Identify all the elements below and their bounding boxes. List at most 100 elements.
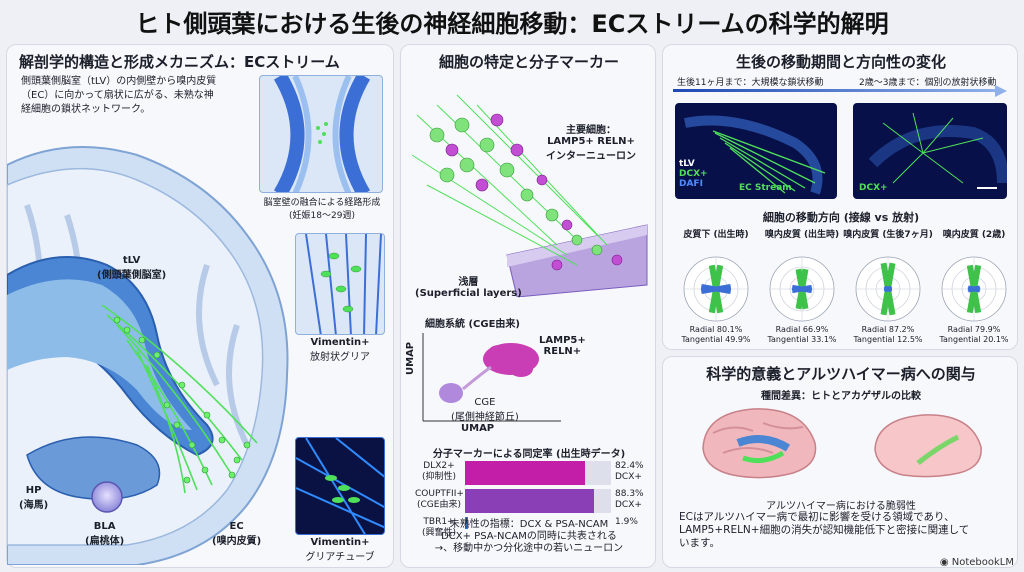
rose-plot xyxy=(769,256,835,322)
tangential-petal xyxy=(715,286,732,295)
inset-radial-glia xyxy=(295,233,385,335)
anatomy-panel: 解剖学的構造と形成メカニズム：ECストリーム 側頭葉側脳室（tLV）の内側壁から… xyxy=(6,44,394,568)
brand-label: NotebookLM xyxy=(951,557,1014,568)
ad-line: います。 xyxy=(679,537,720,549)
interneuron-illustration xyxy=(411,94,648,297)
superficial-layers-label: 浅層 (Superficial layers) xyxy=(415,273,522,299)
micrograph-radial-drawing xyxy=(868,112,1007,189)
cluster-cge-label: CGE (尾側神経節丘) xyxy=(451,397,519,423)
legend-tlv: tLV xyxy=(679,159,695,169)
cluster-cge-2: (尾側神経節丘) xyxy=(451,412,519,423)
umap-x-label: UMAP xyxy=(461,423,495,434)
rose-tangential: Tangential 33.1% xyxy=(767,335,837,344)
tangential-petal xyxy=(887,286,893,293)
human-brain-illustration xyxy=(702,408,817,479)
main-cell-label: 主要細胞： LAMP5+ RELN+ インターニューロン xyxy=(531,121,651,162)
micrograph1-legend: tLV DCX+ DAFI xyxy=(679,159,708,189)
rose-diagram: 嗅内皮質 (生後7ヶ月) Radial 87.2% Tangential 12.… xyxy=(843,227,933,347)
marker-bar-value: 1.9% xyxy=(615,517,638,527)
ventricle-fusion-illustration xyxy=(273,76,371,192)
label-bla-sub: (扁桃体) xyxy=(85,536,125,547)
ec-stream-chains xyxy=(101,304,258,494)
label-ec-sub: (嗅内皮質) xyxy=(212,536,262,547)
immaturity-note: 未熟性の指標：DCX & PSA-NCAM DCX+ PSA-NCAMの同時に共… xyxy=(401,519,657,555)
label-bla-text: BLA xyxy=(93,521,116,532)
marker-bar-row: DLX2+(抑制性) 82.4%DCX+ xyxy=(415,459,647,489)
neuron-cells xyxy=(113,316,251,484)
main-cell-1: 主要細胞： xyxy=(566,125,616,136)
label-tlv: tLV (側頭葉側脳室) xyxy=(97,255,166,281)
rose-plot xyxy=(683,256,749,322)
period-2: 2歳〜3歳まで：個別の放射状移動 xyxy=(859,78,997,88)
umap-plot xyxy=(422,333,561,422)
cluster-lamp-2: RELN+ xyxy=(543,346,582,357)
rose-plot xyxy=(855,256,921,322)
rose-title: 皮質下 (出生時) xyxy=(683,230,749,240)
umap-lamp5-cluster xyxy=(483,343,539,377)
scale-bar xyxy=(977,187,997,189)
legend-ec-stream: EC Stream xyxy=(739,183,792,193)
rose-diagram: 皮質下 (出生時) Radial 80.1% Tangential 49.9% xyxy=(671,227,761,347)
legend-dafi: DAFI xyxy=(679,179,703,189)
brain-coronal-illustration xyxy=(7,146,289,565)
radial-petal xyxy=(966,288,977,314)
inset-glial-tube xyxy=(295,437,385,535)
migration-heading: 生後の移動期間と方向性の変化 xyxy=(735,53,946,71)
migration-period-panel: 生後の移動期間と方向性の変化 生後11ヶ月まで：大規模な鎖状移動 2歳〜3歳まで… xyxy=(662,44,1018,350)
rose-radial: Radial 79.9% xyxy=(947,325,1001,334)
lineage-title: 細胞系統 (CGE由来) xyxy=(425,319,520,330)
label-tlv-sub: (側頭葉側脳室) xyxy=(97,270,167,281)
tangential-petal xyxy=(801,286,813,294)
label-hp-text: HP xyxy=(25,485,42,496)
marker-bar-value: 88.3%DCX+ xyxy=(615,489,644,510)
marker-bar-track xyxy=(465,517,611,529)
inset-ventricle-fusion xyxy=(259,75,383,193)
tangential-petal xyxy=(791,284,803,292)
significance-heading: 科学的意義とアルツハイマー病への関与 xyxy=(706,365,976,383)
main-cell-2: LAMP5+ RELN+ xyxy=(547,136,635,147)
anatomy-description: 側頭葉側脳室（tLV）の内側壁から嗅内皮質 （EC）に向かって扇状に広がる、未熟… xyxy=(21,75,216,117)
marker-bar-track xyxy=(465,489,611,513)
main-cell-3: インターニューロン xyxy=(546,151,636,162)
rose-diagram: 嗅内皮質 (2歳) Radial 79.9% Tangential 20.1% xyxy=(929,227,1019,347)
tangential-petal xyxy=(700,283,717,292)
marker-bar xyxy=(465,517,468,529)
rose-tangential: Tangential 20.1% xyxy=(939,335,1009,344)
layer-1: 浅層 xyxy=(458,277,479,288)
label-bla: BLA (扁桃体) xyxy=(85,521,124,547)
rose-title: 嗅内皮質 (出生時) xyxy=(764,230,840,240)
inset3-caption-1: Vimentin+ xyxy=(310,537,370,548)
anatomy-heading: 解剖学的構造と形成メカニズム：ECストリーム xyxy=(19,53,340,71)
inset3-caption-2: グリアチューブ xyxy=(305,552,375,563)
direction-title: 細胞の移動方向 (接線 vs 放射) xyxy=(762,211,920,224)
rose-diagram: 嗅内皮質 (出生時) Radial 66.9% Tangential 33.1% xyxy=(757,227,847,347)
page-title: ヒト側頭葉における生後の神経細胞移動：ECストリームの科学的解明 xyxy=(135,10,889,38)
inset2-caption-1: Vimentin+ xyxy=(310,337,370,348)
micrograph-11months: tLV DCX+ DAFI EC Stream xyxy=(675,103,837,199)
tangential-petal xyxy=(967,285,975,292)
tangential-petal xyxy=(883,285,889,292)
macaque-brain-illustration xyxy=(874,414,982,478)
immature-2: DCX+ PSA-NCAMの同時に共表される xyxy=(441,531,617,542)
micrograph-2years: DCX+ xyxy=(853,103,1007,199)
rose-title: 嗅内皮質 (生後7ヶ月) xyxy=(843,230,933,240)
rose-radial: Radial 87.2% xyxy=(861,325,915,334)
rose-tangential: Tangential 49.9% xyxy=(681,335,751,344)
ad-line: LAMP5+RELN+細胞の消失が認知機能低下と密接に関連して xyxy=(679,524,970,536)
rose-radial: Radial 80.1% xyxy=(689,325,743,334)
timeline-arrow xyxy=(673,85,1007,97)
radial-petal xyxy=(880,288,891,316)
cluster-lamp-label: LAMP5+ RELN+ xyxy=(539,335,586,357)
markers-panel: 細胞の特定と分子マーカー 主要細胞： LAMP5+ RELN+ インターニューロ… xyxy=(400,44,656,568)
inset3-caption: Vimentin+ グリアチューブ xyxy=(295,537,385,563)
period-1: 生後11ヶ月まで：大規模な鎖状移動 xyxy=(677,78,824,88)
umap-y-label: UMAP xyxy=(405,341,416,375)
radial-petal xyxy=(795,288,805,310)
label-ec: EC (嗅内皮質) xyxy=(212,521,261,547)
marker-bar-label: COUPTFII+(CGE由来) xyxy=(415,489,464,510)
marker-bar-track xyxy=(465,461,611,485)
magenta-neurons xyxy=(445,113,623,271)
rose-tangential: Tangential 12.5% xyxy=(853,335,923,344)
label-hp-sub: (海馬) xyxy=(19,500,49,511)
radial-petal xyxy=(708,288,719,314)
